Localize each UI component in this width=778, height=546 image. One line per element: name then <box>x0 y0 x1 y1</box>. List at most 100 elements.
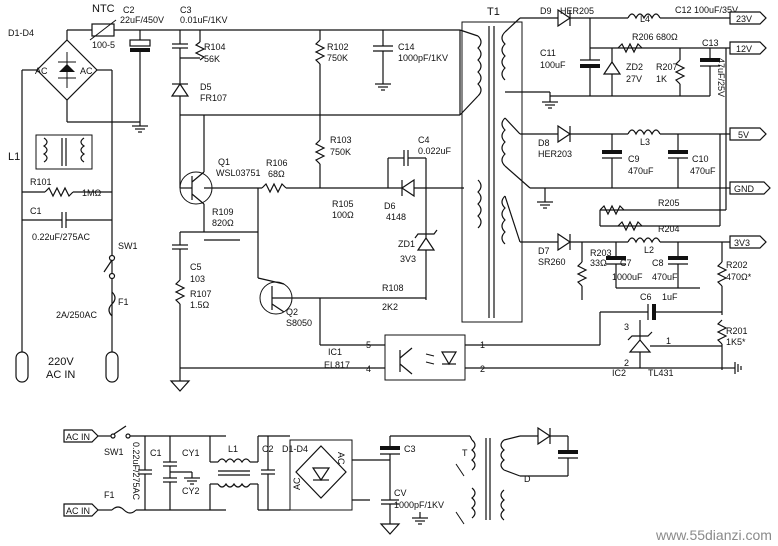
sw1-label: SW1 <box>118 241 138 251</box>
b-t: T <box>462 448 468 458</box>
zd2-label: ZD2 <box>626 62 643 72</box>
ic1-pin2: 2 <box>480 364 485 374</box>
inductor-l3: L3 <box>627 129 661 147</box>
r106-label: R106 <box>266 158 288 168</box>
b-cy1: CY1 <box>182 448 200 458</box>
q2-value: S8050 <box>286 318 312 328</box>
capacitor-c8: C8 470uF <box>652 242 688 288</box>
capacitor-c9: C9 470uF <box>602 134 654 188</box>
c8-value: 470uF <box>652 272 678 282</box>
d6-label: D6 <box>384 201 396 211</box>
ic2-label: IC2 <box>612 368 626 378</box>
bridge-ac-right: AC <box>80 66 93 76</box>
b-ac2: AC <box>292 477 302 490</box>
l2-label: L2 <box>644 245 654 255</box>
c5-label: C5 <box>190 262 202 272</box>
c12-value: 100uF/35V <box>694 5 738 15</box>
q2-label: Q2 <box>286 307 298 317</box>
r204-label: R204 <box>658 224 680 234</box>
transformer-t1: T1 <box>461 6 523 323</box>
r107-value: 1.5Ω <box>190 300 210 310</box>
c2-label: C2 <box>123 5 135 15</box>
capacitor-c10: C10 470uF <box>668 134 716 188</box>
b-acin1: AC IN <box>66 432 90 442</box>
c10-label: C10 <box>692 154 709 164</box>
fuse-f1: F1 2A/250AC <box>56 291 129 320</box>
out-12v: 12V <box>736 44 752 54</box>
r201-value: 1K5* <box>726 337 746 347</box>
c11-label: C11 <box>540 48 556 58</box>
b-cv-value: 1000pF/1KV <box>394 500 444 510</box>
diode-d5: D5 FR107 <box>170 80 227 115</box>
zd1-value: 3V3 <box>400 254 416 264</box>
diode-d7: D7 SR260 <box>538 232 572 267</box>
d7-value: SR260 <box>538 257 566 267</box>
d9-label: D9 <box>540 6 552 16</box>
resistor-r207: R207 1K <box>656 48 686 96</box>
r103-value: 750K <box>330 147 351 157</box>
capacitor-c4: C4 0.022uF <box>387 135 452 188</box>
b-sw1: SW1 <box>104 447 124 457</box>
ac-in-tag-2: AC IN <box>63 503 99 517</box>
ac-plug-left <box>15 340 29 383</box>
c14-label: C14 <box>398 42 415 52</box>
l4-label: L4 <box>640 14 650 24</box>
c9-value: 470uF <box>628 166 654 176</box>
b-bridge-d1-d4: D1-D4 AC AC <box>282 439 353 511</box>
r202-label: R202 <box>726 260 748 270</box>
c13-label: C13 <box>702 38 719 48</box>
ic2-pin2: 2 <box>624 358 629 368</box>
capacitor-c2: C2 22uF/450V <box>120 5 164 120</box>
zd1-label: ZD1 <box>398 239 415 249</box>
b-cy2: CY2 <box>182 486 200 496</box>
capacitor-c5: C5 103 <box>172 232 240 284</box>
bridge-ac-left: AC <box>35 66 48 76</box>
c11-value: 100uF <box>540 60 566 70</box>
resistor-r201: R201 1K5* <box>716 319 748 370</box>
c1-value: 0.22uF/275AC <box>32 232 91 242</box>
c7-label: C7 <box>620 258 632 268</box>
c10-value: 470uF <box>690 166 716 176</box>
c2-value: 22uF/450V <box>120 15 164 25</box>
b-choke-l1: L1 <box>217 444 251 488</box>
r207-label: R207 <box>656 62 678 72</box>
b-c2: C2 <box>262 444 274 454</box>
c13-value: 47uF/25V <box>716 58 726 97</box>
resistor-r109: R109 820Ω <box>180 207 258 233</box>
r105-label: R105 <box>332 199 354 209</box>
b-capacitor-c3: C3 <box>380 436 416 470</box>
r101-label: R101 <box>30 177 52 187</box>
resistor-r108: R108 2K2 <box>382 283 404 312</box>
resistor-r105: R105 100Ω <box>332 199 354 220</box>
c3-label: C3 <box>180 5 192 15</box>
r206-label: R206 <box>632 32 654 42</box>
out-3v3: 3V3 <box>734 238 750 248</box>
b-c3: C3 <box>404 444 416 454</box>
ic1-pin5: 5 <box>366 340 371 350</box>
ic2-pin3: 3 <box>624 322 629 332</box>
l3-label: L3 <box>640 137 650 147</box>
d9-value: HER205 <box>560 6 594 16</box>
out-5v: 5V <box>738 130 749 140</box>
d5-label: D5 <box>200 82 212 92</box>
c6-label: C6 <box>640 292 652 302</box>
r109-value: 820Ω <box>212 218 234 228</box>
d8-value: HER203 <box>538 149 572 159</box>
b-fuse-f1: F1 <box>104 490 137 514</box>
f1-label: F1 <box>118 297 129 307</box>
resistor-r102: R102 750K <box>314 30 349 65</box>
out-gnd: GND <box>734 184 755 194</box>
capacitor-c13: C13 47uF/25V <box>700 38 726 97</box>
c6-value: 1uF <box>662 292 678 302</box>
c4-label: C4 <box>418 135 430 145</box>
c5-value: 103 <box>190 274 205 284</box>
c4-value: 0.022uF <box>418 146 452 156</box>
terminal-23v: 23V <box>729 11 767 25</box>
b-ac1: AC <box>336 452 346 465</box>
bridge-label: D1-D4 <box>8 28 34 38</box>
d7-label: D7 <box>538 246 550 256</box>
ntc-label: NTC <box>92 3 115 15</box>
ic2-value: TL431 <box>648 368 674 378</box>
r107-label: R107 <box>190 289 212 299</box>
ac-plug-right <box>105 320 119 383</box>
